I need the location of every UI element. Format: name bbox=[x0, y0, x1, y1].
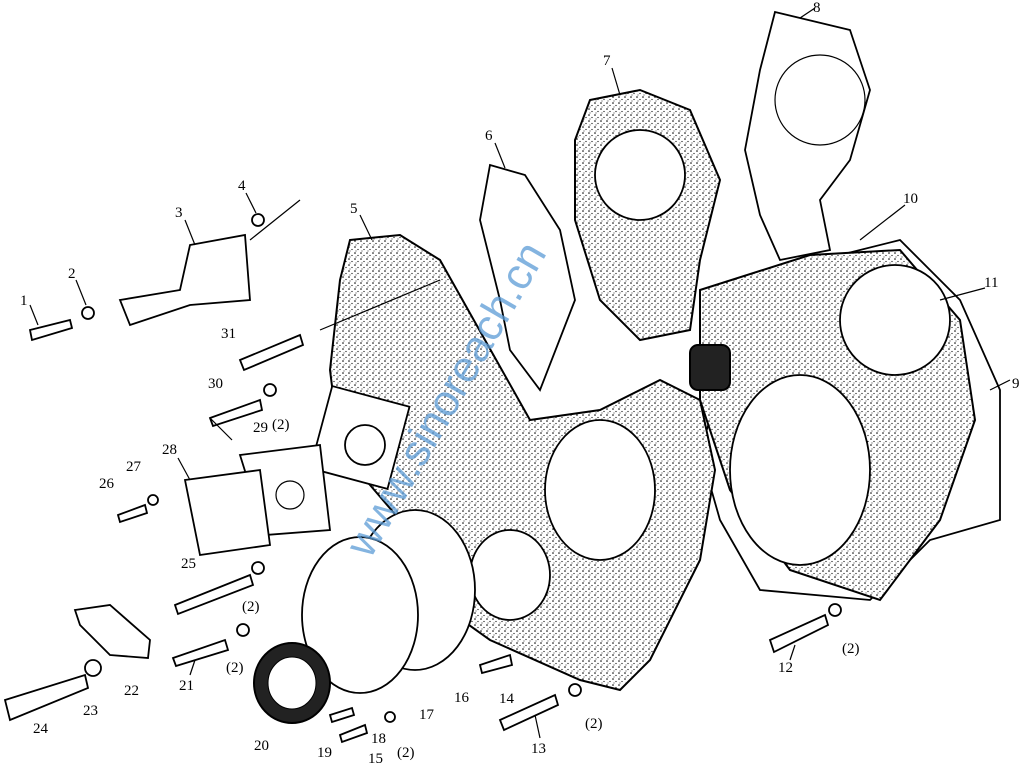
label-24: 24 bbox=[33, 721, 49, 737]
label-2: 2 bbox=[68, 266, 76, 282]
bolt-1 bbox=[28, 318, 74, 342]
dowel-14 bbox=[478, 653, 514, 675]
housing-7-bore bbox=[594, 129, 686, 221]
bracket-22 bbox=[73, 604, 151, 659]
label-11: 11 bbox=[984, 275, 998, 291]
label-23: 23 bbox=[83, 703, 98, 719]
bolt-19 bbox=[328, 706, 356, 724]
washer-21 bbox=[236, 623, 250, 637]
cover-plate-28 bbox=[183, 468, 272, 557]
label-27: 27 bbox=[126, 459, 142, 475]
washer-18 bbox=[384, 711, 396, 723]
gasket-8-bore bbox=[774, 54, 866, 146]
washer-12 bbox=[828, 603, 842, 617]
label-21: 21 bbox=[179, 678, 194, 694]
plate-29-hole bbox=[275, 480, 305, 510]
label-22: 22 bbox=[124, 683, 139, 699]
cover-bore-large bbox=[544, 419, 656, 561]
label-1: 1 bbox=[20, 293, 28, 309]
bolt-25 bbox=[173, 573, 255, 616]
label-8: 8 bbox=[813, 0, 821, 16]
bolt-12 bbox=[768, 613, 830, 654]
label-qty: (2) bbox=[397, 745, 415, 761]
leader-lines bbox=[29, 7, 1011, 739]
washer-25 bbox=[251, 561, 265, 575]
label-18: 18 bbox=[371, 731, 386, 747]
washer-30 bbox=[263, 383, 277, 397]
bolts bbox=[3, 213, 842, 744]
label-qty: (2) bbox=[272, 417, 290, 433]
label-26: 26 bbox=[99, 476, 115, 492]
label-5: 5 bbox=[350, 201, 358, 217]
washer-4 bbox=[251, 213, 265, 227]
washer-27 bbox=[147, 494, 159, 506]
part-labels: 1 2 3 4 5 6 7 8 9 10 11 12 13 14 15 16 1… bbox=[20, 0, 1020, 766]
label-16: 16 bbox=[454, 690, 470, 706]
label-17: 17 bbox=[419, 707, 435, 723]
washer-2 bbox=[81, 306, 95, 320]
gasket-6 bbox=[479, 163, 576, 392]
bolt-24 bbox=[3, 673, 90, 722]
washer-23 bbox=[84, 659, 102, 677]
bolt-26 bbox=[116, 503, 149, 524]
washer-13 bbox=[568, 683, 582, 697]
label-qty: (2) bbox=[226, 660, 244, 676]
sensor-11 bbox=[689, 344, 731, 391]
bolt-13 bbox=[498, 693, 560, 732]
label-15: 15 bbox=[368, 751, 383, 766]
cover-bore-small bbox=[469, 529, 551, 621]
label-20: 20 bbox=[254, 738, 269, 754]
label-13: 13 bbox=[531, 741, 546, 757]
label-31: 31 bbox=[221, 326, 236, 342]
label-12: 12 bbox=[778, 660, 793, 676]
plate-bore-upper bbox=[839, 264, 951, 376]
cover-disc-17 bbox=[301, 536, 419, 694]
plate-bore-lower bbox=[729, 374, 871, 566]
label-qty: (2) bbox=[842, 641, 860, 657]
bolt-30 bbox=[208, 398, 264, 428]
bracket-3 bbox=[118, 233, 251, 327]
label-qty: (2) bbox=[242, 599, 260, 615]
label-14: 14 bbox=[499, 691, 515, 707]
label-3: 3 bbox=[175, 205, 183, 221]
label-28: 28 bbox=[162, 442, 177, 458]
oil-seal-20-bore bbox=[267, 656, 317, 710]
label-7: 7 bbox=[603, 53, 611, 69]
gasket-8 bbox=[744, 10, 871, 262]
label-30: 30 bbox=[208, 376, 223, 392]
label-29: 29 bbox=[253, 420, 268, 436]
label-9: 9 bbox=[1012, 376, 1020, 392]
label-25: 25 bbox=[181, 556, 196, 572]
label-19: 19 bbox=[317, 745, 332, 761]
bolt-15 bbox=[338, 723, 369, 744]
label-qty: (2) bbox=[585, 716, 603, 732]
bolt-21 bbox=[171, 638, 230, 668]
label-4: 4 bbox=[238, 178, 246, 194]
label-6: 6 bbox=[485, 128, 493, 144]
label-10: 10 bbox=[903, 191, 918, 207]
cover-flange-bore bbox=[344, 424, 386, 466]
bolt-31 bbox=[238, 333, 305, 372]
